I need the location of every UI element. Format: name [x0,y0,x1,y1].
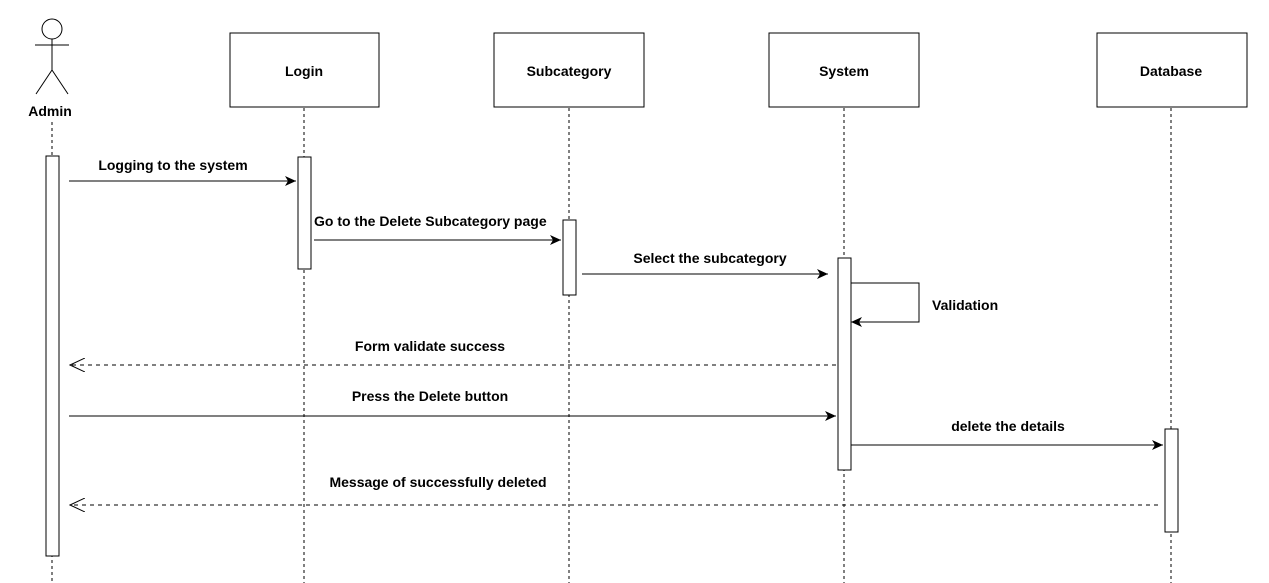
activation-login [297,156,312,270]
message-label: Press the Delete button [352,388,508,404]
message-label: Go to the Delete Subcategory page [314,213,547,229]
participant-label: Database [1140,63,1202,79]
message-label: delete the details [951,418,1065,434]
participant-label: Login [285,63,323,79]
message-label: Select the subcategory [633,250,786,266]
participant-system: System [768,32,920,108]
message-label: Form validate success [355,338,505,354]
admin-actor-icon [35,18,69,95]
message-label: Message of successfully deleted [329,474,546,490]
activation-database [1164,428,1179,533]
activation-subcategory [562,219,577,296]
actor-label: Admin [28,103,72,119]
participant-label: Subcategory [527,63,612,79]
self-message-arrow [851,282,920,327]
participant-login: Login [229,32,380,108]
message-label: Validation [932,297,998,313]
activation-admin [45,155,60,557]
participant-subcategory: Subcategory [493,32,645,108]
participant-label: System [819,63,869,79]
activation-system [837,257,852,471]
message-label: Logging to the system [98,157,247,173]
participant-database: Database [1096,32,1248,108]
